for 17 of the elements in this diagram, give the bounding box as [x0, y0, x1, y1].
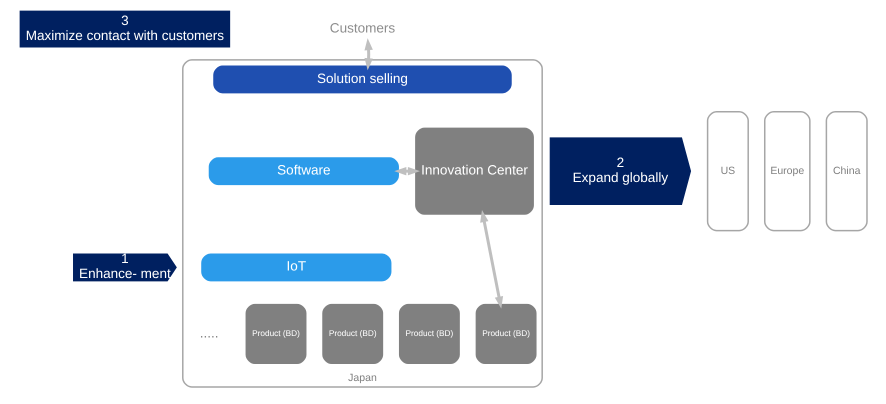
label: .....	[199, 325, 218, 340]
node-box: Product (BD)	[398, 304, 460, 364]
node-box: Product (BD)	[322, 304, 383, 364]
node-box: Software	[208, 157, 398, 186]
node-box: US	[706, 111, 748, 232]
node-text: Customers	[329, 20, 395, 36]
arrow	[480, 210, 503, 309]
node-box: Product (BD)	[245, 304, 306, 364]
node-box: 3 Maximize contact with customers	[19, 10, 230, 48]
node-box: Europe	[763, 111, 810, 232]
arrow	[394, 166, 420, 176]
node-box: China	[825, 111, 868, 232]
node-box: IoT	[200, 254, 391, 282]
node-box: Product (BD)	[475, 304, 536, 364]
node-box: Solution selling	[212, 66, 512, 94]
node-box: Innovation Center	[414, 128, 534, 215]
arrow	[364, 38, 372, 70]
